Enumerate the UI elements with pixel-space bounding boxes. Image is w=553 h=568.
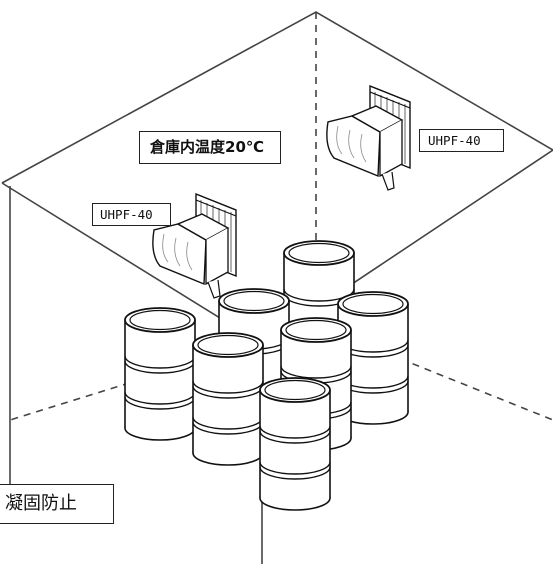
heater-unit-right [326, 85, 411, 191]
drum [124, 307, 196, 441]
caption-box: 凝固防止 [0, 484, 114, 524]
warehouse-temperature-label: 倉庫内温度20℃ [139, 131, 281, 164]
drum [192, 332, 264, 466]
heater-model-label-right: UHPF-40 [419, 129, 504, 152]
heater-model-label-left: UHPF-40 [92, 203, 171, 226]
drum [259, 377, 331, 511]
